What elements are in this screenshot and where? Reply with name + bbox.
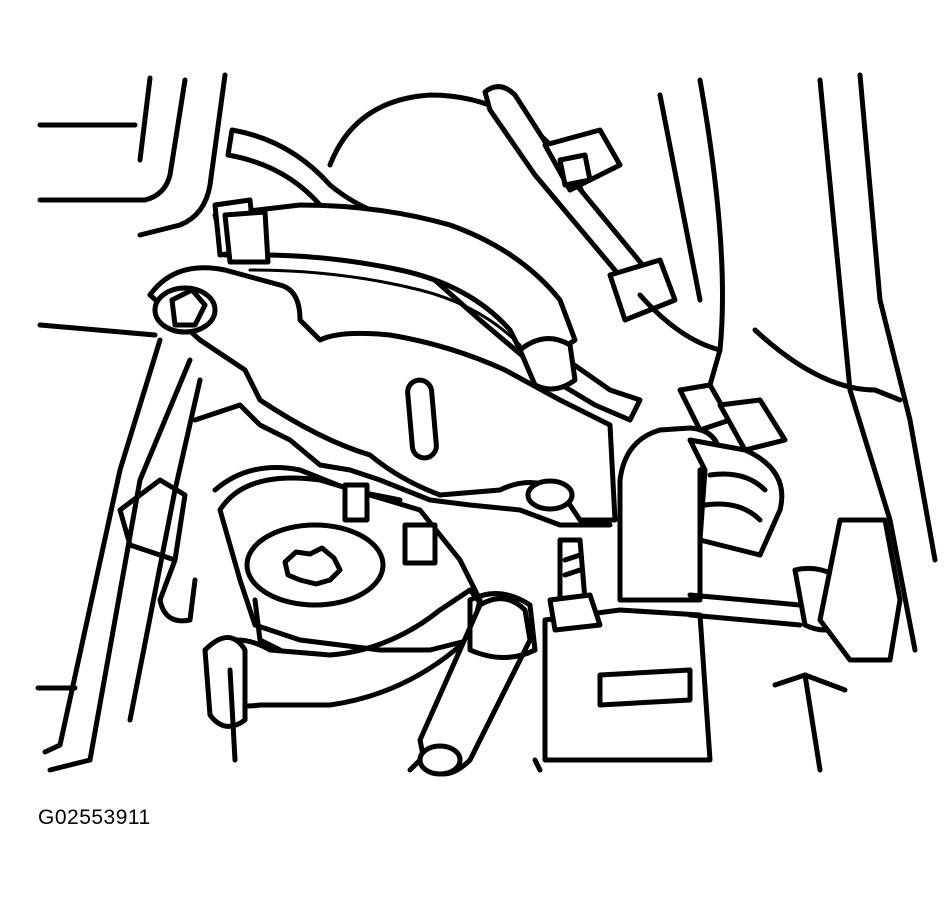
engine-mount-bracket <box>147 265 618 523</box>
left-body-panel <box>35 72 228 773</box>
valve-block <box>542 537 713 763</box>
transaxle-mount-housing <box>192 402 613 653</box>
intake-tube <box>212 197 578 392</box>
vertical-pipe <box>617 382 788 603</box>
right-hose-bracket <box>687 517 903 773</box>
wiring-harness-top <box>225 127 643 423</box>
figure-code-label: G02553911 <box>38 806 151 829</box>
misc-linework <box>227 292 723 773</box>
upper-vacuum-hose <box>482 84 678 323</box>
